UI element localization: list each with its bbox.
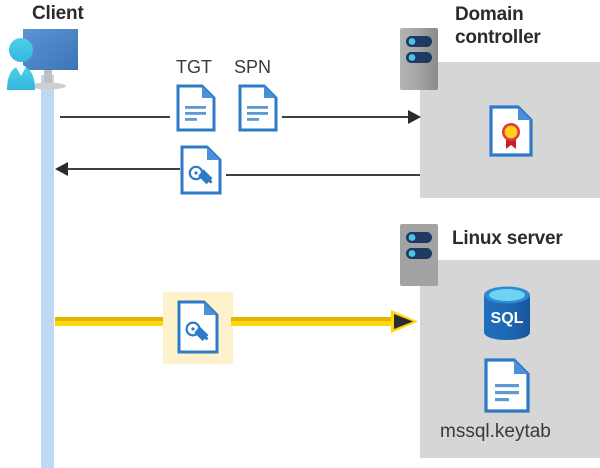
page-title-linux-server: Linux server bbox=[452, 228, 563, 249]
server-rack-icon-linux bbox=[400, 224, 438, 286]
tgt-document-icon bbox=[176, 84, 216, 132]
keytab-filename-label: mssql.keytab bbox=[440, 421, 551, 442]
service-ticket-key-document-icon bbox=[180, 145, 222, 195]
page-title-client: Client bbox=[32, 3, 84, 24]
flow-request-arrow bbox=[282, 107, 421, 127]
sql-database-icon: SQL bbox=[482, 285, 532, 342]
flow-response-line-right bbox=[226, 174, 420, 176]
client-lifeline bbox=[41, 75, 54, 468]
keytab-document-icon bbox=[484, 358, 530, 413]
spn-document-icon bbox=[238, 84, 278, 132]
flow-response-arrow bbox=[55, 159, 180, 179]
server-rack-icon bbox=[400, 28, 438, 90]
certificate-document-icon bbox=[489, 105, 533, 157]
flow-request-line-left bbox=[60, 116, 170, 118]
keytab-key-document-icon bbox=[177, 300, 219, 354]
client-workstation-icon bbox=[4, 24, 90, 92]
keytab-flow-line-left bbox=[55, 317, 165, 326]
page-title-domain-controller: Domain controller bbox=[455, 4, 541, 48]
sql-label: SQL bbox=[491, 310, 524, 327]
spn-label: SPN bbox=[234, 57, 272, 77]
tgt-label: TGT bbox=[176, 57, 212, 77]
keytab-flow-arrow bbox=[231, 307, 420, 337]
